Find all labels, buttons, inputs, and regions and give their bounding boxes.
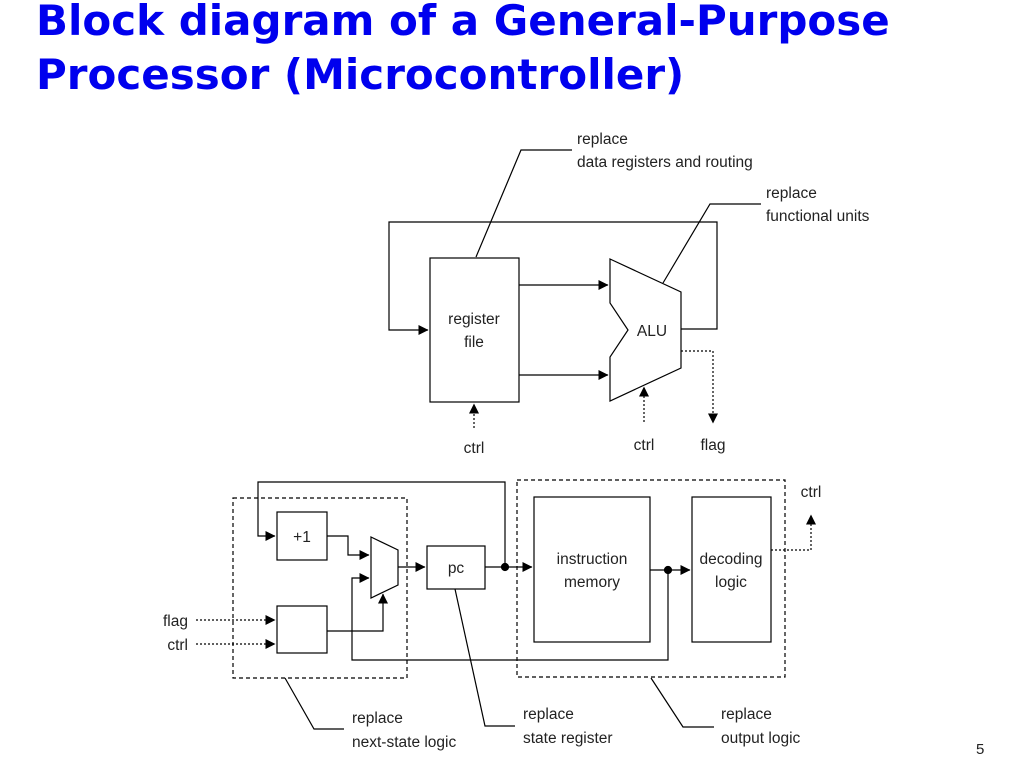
note-next-state-label: replace (352, 710, 403, 727)
alu-flag-label: flag (701, 437, 726, 454)
alu-block (609, 258, 682, 402)
note-output-logic-label: replace (721, 706, 772, 723)
branch-target-to-mux (351, 567, 669, 661)
pc-feedback-to-incrementer (257, 481, 506, 567)
note-state-register-label: replace (523, 706, 574, 723)
note-registers-leader (475, 149, 572, 258)
branch-logic-block (276, 605, 328, 654)
pc-label: pc (448, 560, 465, 577)
pc-junction-dot (500, 562, 510, 572)
branch-to-mux-select (327, 593, 388, 632)
next-state-logic-region (232, 497, 408, 679)
decoding-logic-label: logic (715, 574, 747, 591)
note-registers-label: data registers and routing (577, 154, 753, 171)
note-next-state-leader (284, 677, 344, 730)
slide-title-line-1: Block diagram of a General-Purpose (36, 0, 890, 45)
ctrl-input-label: ctrl (167, 637, 188, 654)
alu-ctrl-label: ctrl (634, 437, 655, 454)
datapath-labels: register file ALU ctrl ctrl flag replace… (448, 131, 869, 457)
instruction-memory-label: instruction (557, 551, 628, 568)
note-state-register-leader (454, 588, 515, 727)
slide-title: Block diagram of a General-Purpose Proce… (36, 0, 890, 102)
slide-title-line-2: Processor (Microcontroller) (36, 50, 685, 99)
note-functional-units-label: functional units (766, 208, 870, 225)
register-file-label: file (464, 334, 484, 351)
pc-mux-block (370, 536, 399, 599)
imem-junction-dot (663, 565, 673, 575)
flag-input-label: flag (163, 613, 188, 630)
ctrl-output-signal (771, 514, 816, 551)
incrementer-to-mux (327, 535, 370, 560)
register-file-label: register (448, 311, 500, 328)
controller-labels: +1 pc instruction memory decoding logic … (163, 484, 821, 751)
note-next-state-label: next-state logic (352, 734, 456, 751)
controller (196, 479, 816, 730)
datapath (388, 149, 761, 428)
register-file-block (429, 257, 520, 403)
note-functional-units-label: replace (766, 185, 817, 202)
rf-ctrl-label: ctrl (464, 440, 485, 457)
note-output-logic-leader (650, 677, 714, 728)
alu-writeback-loop (388, 221, 718, 335)
alu-flag-signal (681, 350, 718, 424)
instruction-memory-block (533, 496, 651, 643)
ctrl-output-label: ctrl (801, 484, 822, 501)
decoding-logic-block (691, 496, 772, 643)
output-logic-region (516, 479, 786, 678)
note-output-logic-label: output logic (721, 730, 801, 747)
note-functional-units-leader (662, 203, 761, 284)
incrementer-label: +1 (293, 529, 311, 546)
alu-label: ALU (637, 323, 667, 340)
decoding-logic-label: decoding (700, 551, 763, 568)
note-state-register-label: state register (523, 730, 613, 747)
instruction-memory-label: memory (564, 574, 620, 591)
note-registers-label: replace (577, 131, 628, 148)
page-number: 5 (976, 741, 985, 758)
